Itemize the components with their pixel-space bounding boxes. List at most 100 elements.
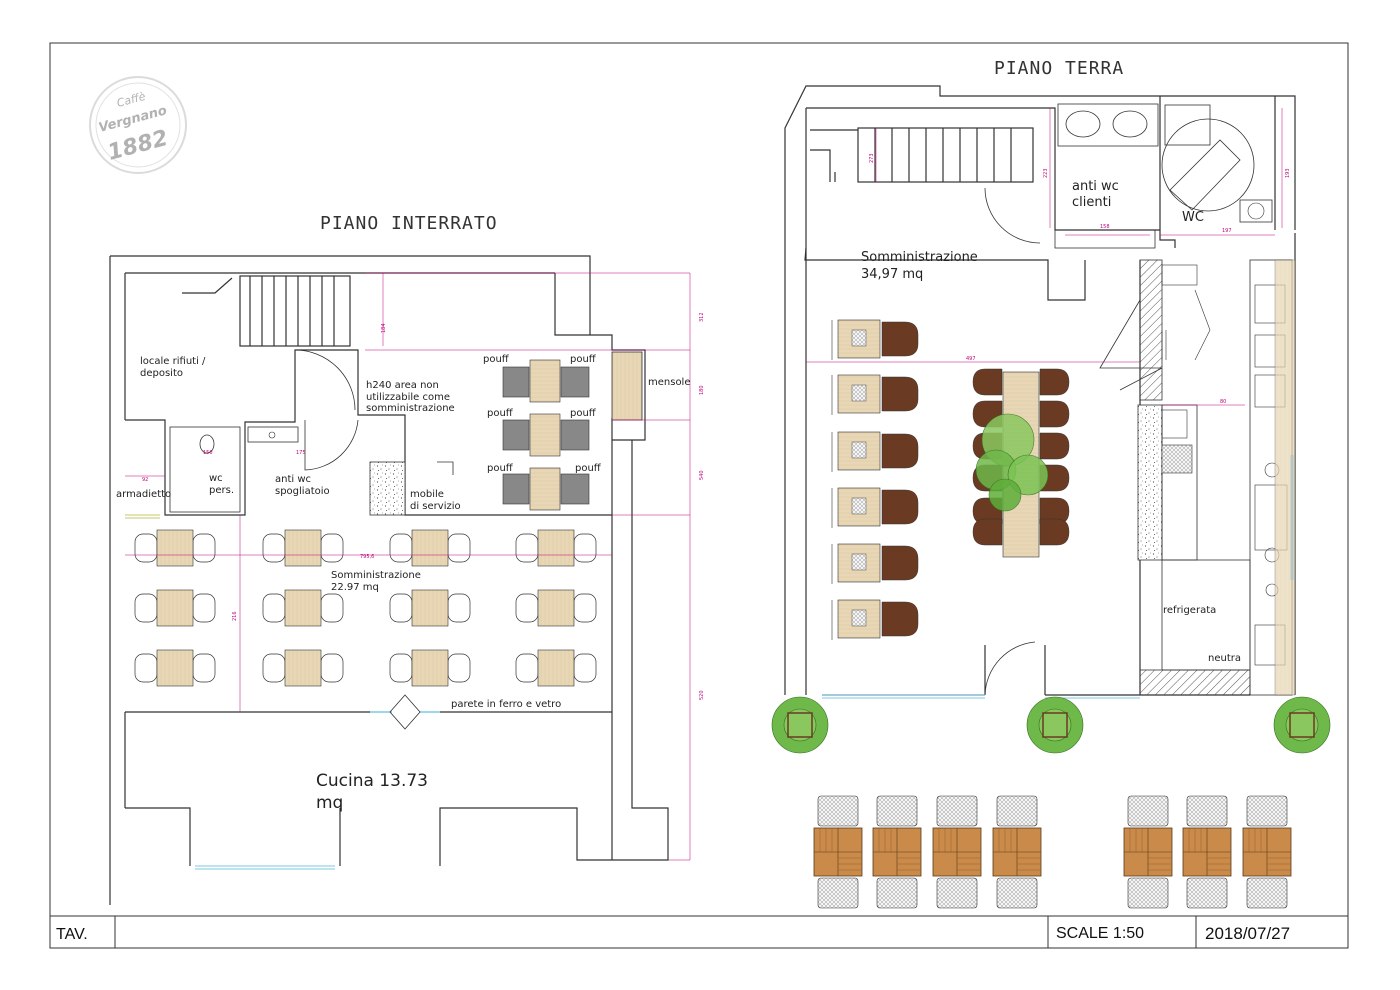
plant-center bbox=[1026, 696, 1084, 754]
dining-table-set bbox=[262, 589, 344, 627]
svg-text:somministrazione: somministrazione bbox=[366, 403, 455, 414]
central-chair-right bbox=[1039, 432, 1070, 460]
somministrazione-terra-label: Somministrazione bbox=[861, 250, 978, 265]
central-chair-right bbox=[1039, 518, 1070, 546]
wc-pers-label: wc bbox=[209, 473, 223, 484]
mensole-label: mensole bbox=[648, 377, 691, 388]
terra-booth-seating bbox=[831, 319, 919, 640]
svg-text:pouff: pouff bbox=[487, 408, 514, 419]
interrato-table-grid bbox=[134, 529, 597, 687]
svg-text:197: 197 bbox=[1222, 228, 1232, 234]
wc-label: WC bbox=[1182, 210, 1204, 225]
svg-text:pers.: pers. bbox=[209, 485, 234, 496]
piano-interrato-title: PIANO INTERRATO bbox=[320, 213, 498, 234]
svg-text:92: 92 bbox=[142, 477, 148, 483]
plant-left bbox=[771, 696, 829, 754]
outdoor-table-group bbox=[813, 795, 1292, 909]
svg-text:193: 193 bbox=[1285, 168, 1291, 178]
booth-table bbox=[831, 319, 919, 360]
svg-text:312: 312 bbox=[699, 312, 705, 322]
neutra-label: neutra bbox=[1208, 653, 1241, 664]
central-chair-right bbox=[1039, 368, 1070, 396]
svg-text:mq: mq bbox=[316, 793, 343, 813]
h240-label: h240 area non bbox=[366, 380, 439, 391]
svg-text:180: 180 bbox=[699, 385, 705, 395]
outdoor-table bbox=[1182, 795, 1232, 909]
outdoor-table bbox=[932, 795, 982, 909]
svg-text:Caffè: Caffè bbox=[115, 90, 147, 110]
title-block bbox=[50, 915, 1348, 948]
svg-text:223: 223 bbox=[1043, 168, 1049, 178]
svg-text:34,97 mq: 34,97 mq bbox=[861, 267, 923, 282]
outdoor-table bbox=[992, 795, 1042, 909]
interrato-dimensions bbox=[125, 272, 691, 861]
piano-interrato-plan bbox=[109, 255, 669, 905]
svg-text:22.97 mq: 22.97 mq bbox=[331, 582, 379, 593]
booth-table bbox=[831, 374, 919, 415]
svg-text:di servizio: di servizio bbox=[410, 501, 461, 512]
outdoor-table bbox=[813, 795, 863, 909]
dining-table-set bbox=[389, 649, 471, 687]
dining-table-set bbox=[262, 529, 344, 567]
dining-table-set bbox=[262, 649, 344, 687]
booth-table bbox=[831, 599, 919, 640]
armadietto-label: armadietto bbox=[116, 489, 171, 500]
svg-text:pouff: pouff bbox=[487, 463, 514, 474]
pouff-table-3 bbox=[502, 467, 590, 511]
svg-text:150: 150 bbox=[203, 450, 213, 456]
terra-dimensions bbox=[806, 108, 1283, 406]
somministrazione-interrato-label: Somministrazione bbox=[331, 570, 421, 581]
svg-text:deposito: deposito bbox=[140, 368, 183, 379]
plant-right bbox=[1273, 696, 1331, 754]
pouff-tables bbox=[502, 359, 590, 511]
svg-text:497: 497 bbox=[966, 356, 976, 362]
svg-text:184: 184 bbox=[381, 323, 387, 333]
svg-text:273: 273 bbox=[869, 153, 875, 163]
svg-text:pouff: pouff bbox=[575, 463, 602, 474]
anti-wc-label: anti wc bbox=[275, 474, 311, 485]
dining-table-set bbox=[134, 529, 216, 567]
svg-text:spogliatoio: spogliatoio bbox=[275, 486, 330, 497]
outdoor-table bbox=[1123, 795, 1173, 909]
dining-table-set bbox=[389, 589, 471, 627]
cucina-label: Cucina 13.73 bbox=[316, 771, 428, 791]
tav-label: TAV. bbox=[56, 926, 88, 943]
central-chair-right bbox=[1039, 400, 1070, 428]
booth-table bbox=[831, 543, 919, 584]
outdoor-table bbox=[872, 795, 922, 909]
pouff-table-1 bbox=[502, 359, 590, 403]
dining-table-set bbox=[134, 589, 216, 627]
piano-terra-plan bbox=[784, 85, 1296, 699]
dining-table-set bbox=[134, 649, 216, 687]
parete-label: parete in ferro e vetro bbox=[451, 699, 561, 710]
pouff-table-2 bbox=[502, 413, 590, 457]
booth-table bbox=[831, 487, 919, 528]
outdoor-plants bbox=[771, 696, 1331, 754]
svg-text:clienti: clienti bbox=[1072, 195, 1111, 210]
svg-text:pouff: pouff bbox=[570, 408, 597, 419]
dining-table-set bbox=[515, 649, 597, 687]
scale-label: SCALE 1:50 bbox=[1056, 925, 1144, 942]
piano-terra-title: PIANO TERRA bbox=[994, 58, 1124, 79]
sheet-frame bbox=[49, 42, 1349, 949]
svg-text:540: 540 bbox=[699, 470, 705, 480]
svg-text:158: 158 bbox=[1100, 224, 1110, 230]
svg-text:175: 175 bbox=[296, 450, 306, 456]
refrigerata-label: refrigerata bbox=[1163, 605, 1216, 616]
svg-text:520: 520 bbox=[699, 690, 705, 700]
svg-text:pouff: pouff bbox=[570, 354, 597, 365]
central-plant bbox=[975, 413, 1049, 512]
central-chair-left bbox=[972, 368, 1003, 396]
dining-table-set bbox=[515, 529, 597, 567]
svg-text:utilizzabile come: utilizzabile come bbox=[366, 392, 450, 403]
date-label: 2018/07/27 bbox=[1205, 924, 1290, 943]
central-chair-left bbox=[972, 518, 1003, 546]
svg-text:80: 80 bbox=[1220, 399, 1226, 405]
dining-table-set bbox=[515, 589, 597, 627]
locale-rifiuti-label: locale rifiuti / bbox=[140, 356, 206, 367]
outdoor-table bbox=[1242, 795, 1292, 909]
mobile-servizio-label: mobile bbox=[410, 489, 444, 500]
dining-table-set bbox=[389, 529, 471, 567]
pouff-label: pouff bbox=[483, 354, 510, 365]
